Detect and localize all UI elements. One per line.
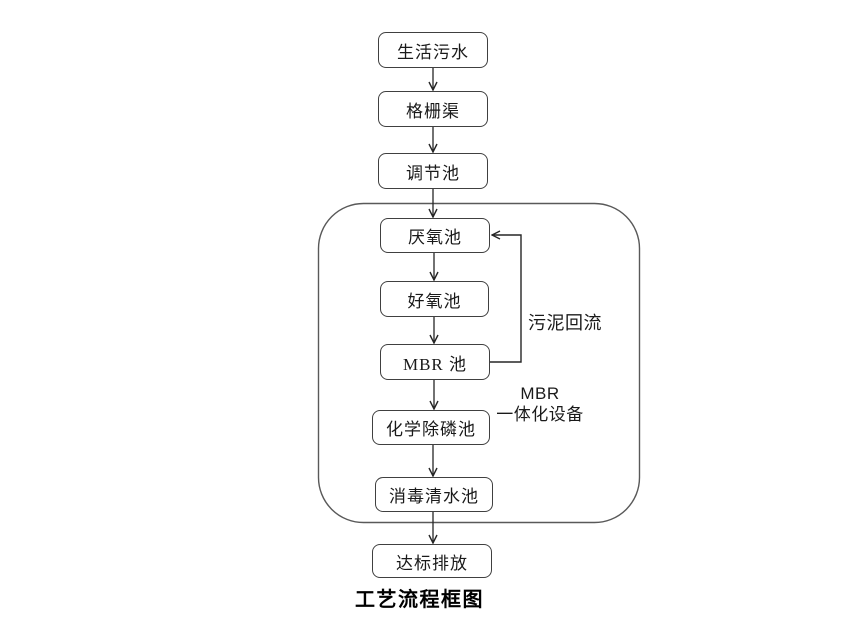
node-bar-screen-channel: 格栅渠 <box>378 91 488 127</box>
node-anaerobic-tank: 厌氧池 <box>380 218 490 253</box>
node-mbr-tank: MBR 池 <box>380 344 490 380</box>
sludge-return-label: 污泥回流 <box>528 313 602 333</box>
node-equalization-tank: 调节池 <box>378 153 488 189</box>
node-aerobic-tank: 好氧池 <box>380 281 489 317</box>
node-disinfection-clean-water-tank: 消毒清水池 <box>375 477 493 512</box>
mbr-unit-label-line1: MBR <box>520 384 560 403</box>
node-label: 达标排放 <box>396 553 468 573</box>
node-label: 厌氧池 <box>408 228 462 247</box>
diagram-caption: 工艺流程框图 <box>355 589 484 611</box>
mbr-unit-label-line2: 一体化设备 <box>496 405 584 424</box>
mbr-unit-label: MBR 一体化设备 <box>496 383 584 425</box>
node-label: 生活污水 <box>397 42 469 62</box>
node-label: 消毒清水池 <box>389 487 479 506</box>
sludge-return-arrow <box>490 235 522 363</box>
node-compliant-discharge: 达标排放 <box>372 544 492 578</box>
node-label: MBR 池 <box>402 354 468 374</box>
node-label: 调节池 <box>406 163 460 183</box>
node-label: 化学除磷池 <box>386 420 476 439</box>
node-chemical-phosphorus-removal-tank: 化学除磷池 <box>372 410 490 445</box>
node-label: 好氧池 <box>407 291 462 311</box>
mbr-unit-group-outline <box>317 202 641 524</box>
node-domestic-sewage: 生活污水 <box>378 32 488 68</box>
node-label: 格栅渠 <box>406 101 460 121</box>
